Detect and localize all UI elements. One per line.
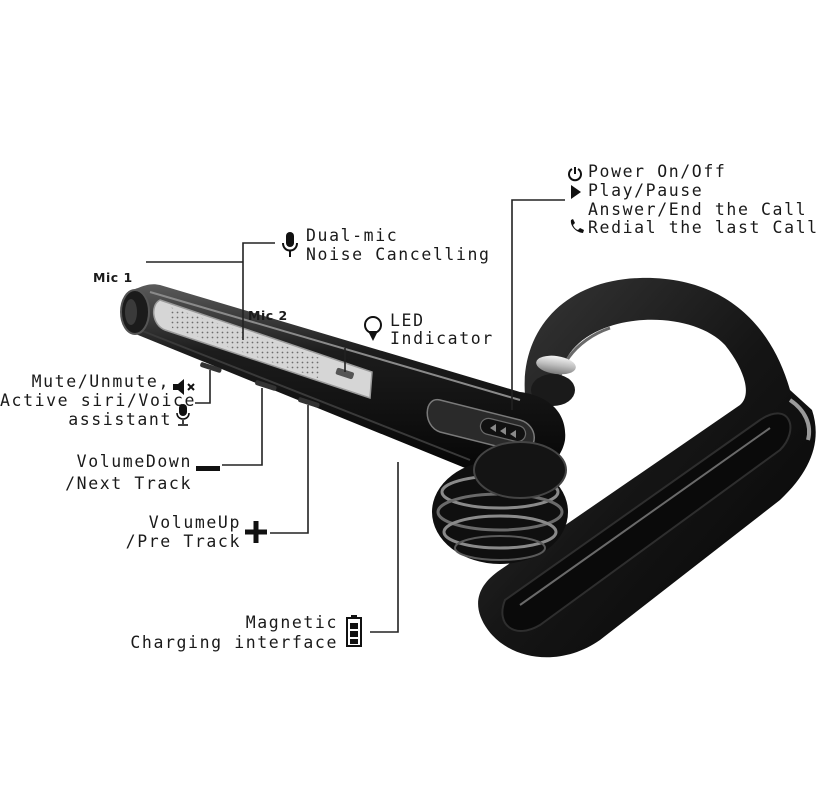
charging-interface-label: Charging interface: [130, 633, 338, 652]
play-pause-label: Play/Pause: [588, 181, 704, 200]
pre-track-label: /Pre Track: [125, 532, 241, 551]
volume-up-label: VolumeUp: [148, 513, 241, 532]
boom-body: [120, 284, 566, 479]
plus-icon: [245, 521, 267, 547]
microphone-icon: [280, 231, 300, 263]
assistant-label: assistant: [68, 410, 172, 429]
leader-lines: [146, 199, 565, 633]
play-icon: [570, 184, 582, 204]
noise-cancelling-label: Noise Cancelling: [306, 245, 491, 264]
silver-ring: [536, 355, 576, 375]
hook-joint: [531, 374, 575, 406]
siri-label: Active siri/Voice: [0, 391, 197, 410]
mic2-label: Mic 2: [248, 308, 288, 323]
power-icon: [566, 165, 584, 187]
bulb-icon: [362, 315, 384, 347]
volume-down-label: VolumeDown: [76, 452, 192, 471]
mic-stand-icon: [175, 403, 191, 431]
redial-label: Redial the last Call: [588, 218, 819, 237]
indicator-label: Indicator: [390, 329, 494, 348]
power-label: Power On/Off: [588, 162, 727, 181]
led-label: LED: [390, 311, 425, 330]
answer-call-label: Answer/End the Call: [588, 200, 808, 219]
phone-icon: [568, 218, 586, 240]
speaker-mute-icon: [172, 378, 200, 400]
dual-mic-label: Dual-mic: [306, 226, 399, 245]
next-track-label: /Next Track: [65, 474, 192, 493]
battery-icon: [346, 615, 362, 651]
ear-bud: [432, 441, 568, 564]
mic1-label: Mic 1: [93, 270, 133, 285]
magnetic-label: Magnetic: [245, 613, 338, 632]
minus-icon: [196, 457, 220, 476]
mute-label: Mute/Unmute,: [31, 372, 170, 391]
